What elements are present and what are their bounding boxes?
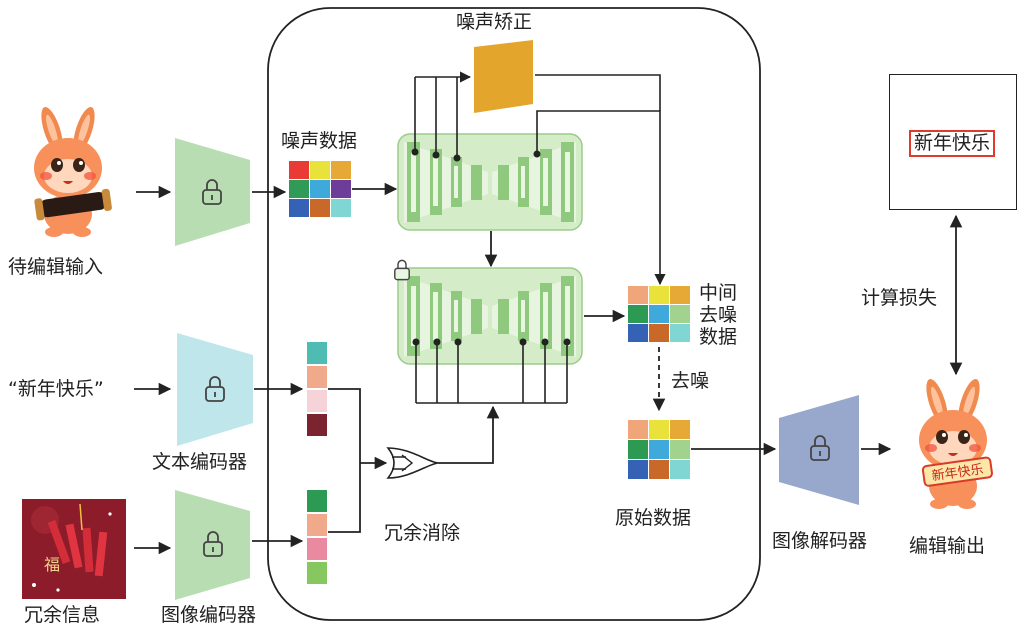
- noise-data-label: 噪声数据: [281, 130, 358, 152]
- gate-icon: [386, 447, 439, 479]
- original-data-grid: [628, 420, 690, 479]
- redundancy-removal-label: 冗余消除: [384, 522, 461, 544]
- intermediate-data-grid: [628, 286, 690, 342]
- banner-text: 新年快乐: [931, 461, 985, 484]
- output-text-highlight: 新年快乐: [909, 130, 996, 157]
- text-encoder-label: 文本编码器: [152, 451, 248, 473]
- firecracker-image-icon: 福: [22, 499, 126, 599]
- noise-correction-label: 噪声矫正: [456, 11, 533, 33]
- text-encoder: [177, 333, 253, 446]
- text-embedding-column: [307, 342, 327, 436]
- edit-input-label: 待编辑输入: [8, 256, 104, 278]
- image-encoder-label: 图像编码器: [161, 604, 257, 626]
- rabbit-mascot-icon: 新年快乐: [919, 376, 993, 509]
- redundant-info-label: 冗余信息: [24, 604, 101, 626]
- edit-output-label: 编辑输出: [909, 535, 986, 557]
- svg-text:福: 福: [44, 555, 60, 574]
- compute-loss-label: 计算损失: [861, 287, 938, 309]
- text-input-label: “新年快乐”: [8, 378, 104, 400]
- noise-data-grid: [289, 161, 351, 217]
- noise-corrector: [474, 40, 533, 113]
- lock-icon: [394, 259, 410, 281]
- unet-lower: [394, 259, 583, 365]
- original-data-label: 原始数据: [615, 507, 692, 529]
- main-container: [267, 7, 761, 621]
- image-encoder-top: [175, 138, 250, 246]
- image-decoder: [779, 395, 859, 505]
- image-embedding-column: [307, 490, 327, 584]
- denoise-label: 去噪: [671, 370, 710, 392]
- image-decoder-label: 图像解码器: [772, 530, 868, 552]
- rabbit-mascot-icon: [34, 104, 112, 237]
- intermediate-label: 中间 去噪 数据: [699, 282, 738, 348]
- image-encoder: [175, 490, 250, 600]
- output-text-box: 新年快乐: [889, 74, 1017, 210]
- unet-upper: [397, 133, 583, 231]
